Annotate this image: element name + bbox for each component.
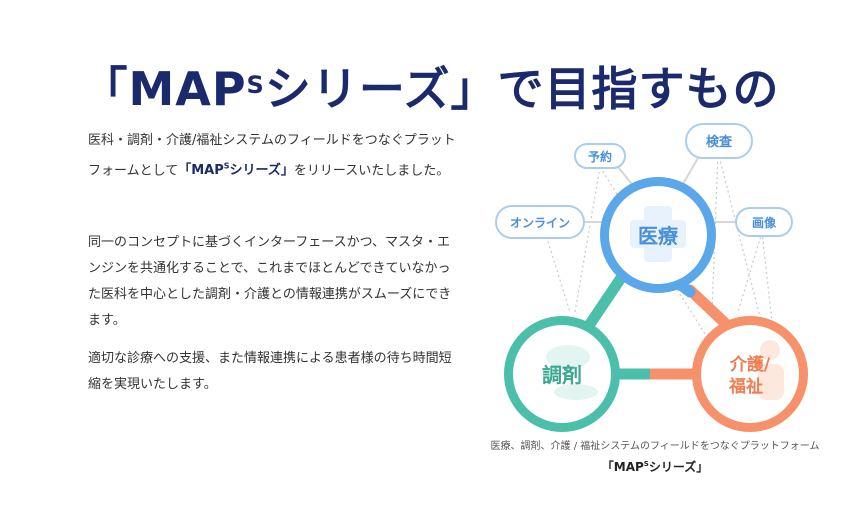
link-medical-care xyxy=(684,284,732,330)
svg-text:予約: 予約 xyxy=(588,149,612,164)
benefit-paragraph: 適切な診療への支援、また情報連携による患者様の待ち時間短縮を実現いたします。 xyxy=(88,351,452,392)
intro-paragraph: 医科・調剤・介護/福祉システムのフィールドをつなぐプラットフォームとして「MAP… xyxy=(88,133,456,179)
node-pharmacy: 調剤 xyxy=(504,316,620,432)
platform-diagram: 医療 調剤 介護/ 福祉 予約 検査 オンライン 画像 xyxy=(495,123,808,432)
caption-description: 医療、調剤、介護 / 福祉システムのフィールドをつなぐプラットフォーム xyxy=(490,441,820,452)
node-medical: 医療 xyxy=(600,177,716,293)
node-care-label-1: 介護/ xyxy=(729,354,771,375)
svg-text:オンライン: オンライン xyxy=(510,216,570,230)
caption-product-name: 「MAPSシリーズ」 xyxy=(601,460,709,474)
node-care-label-2: 福祉 xyxy=(728,376,763,397)
node-care: 介護/ 福祉 xyxy=(692,316,808,432)
link-medical-pharmacy xyxy=(584,266,631,330)
page-title: 「MAPSシリーズ」で目指すもの xyxy=(81,61,780,116)
pill-yoyaku: 予約 xyxy=(574,143,626,169)
product-name-highlight: 「MAPSシリーズ」 xyxy=(178,162,294,179)
node-medical-label: 医療 xyxy=(638,224,678,248)
concept-paragraph: 同一のコンセプトに基づくインターフェースかつ、マスタ・エンジンを共通化することで… xyxy=(88,235,452,328)
pill-kensa: 検査 xyxy=(685,123,753,159)
svg-text:画像: 画像 xyxy=(752,215,777,230)
pill-online: オンライン xyxy=(495,205,585,239)
node-pharmacy-label: 調剤 xyxy=(542,363,582,387)
svg-text:検査: 検査 xyxy=(706,134,733,150)
pill-gazou: 画像 xyxy=(735,207,793,237)
diagram-caption: 医療、調剤、介護 / 福祉システムのフィールドをつなぐプラットフォーム 「MAP… xyxy=(490,440,820,474)
